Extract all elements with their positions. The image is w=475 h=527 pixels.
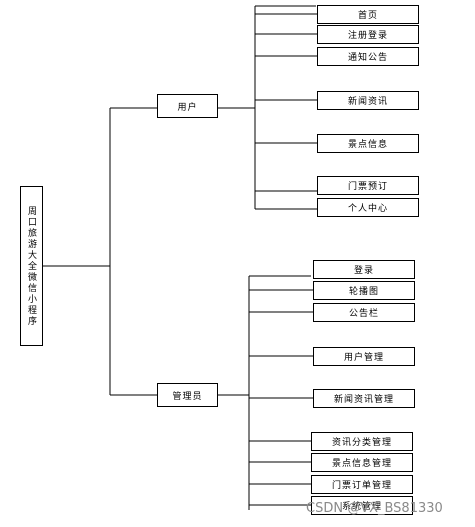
user-leaf-scenic: 景点信息 bbox=[317, 134, 419, 153]
admin-leaf-scenic-management: 景点信息管理 bbox=[311, 453, 413, 472]
watermark-text: CSDN @VX_BS81330 bbox=[306, 501, 443, 516]
admin-leaf-news-category-management: 资讯分类管理 bbox=[311, 432, 413, 451]
branch-node-user: 用户 bbox=[157, 94, 218, 118]
admin-leaf-ticket-order-management: 门票订单管理 bbox=[311, 475, 413, 494]
admin-leaf-user-management: 用户管理 bbox=[313, 347, 415, 366]
user-leaf-news: 新闻资讯 bbox=[317, 91, 419, 110]
admin-leaf-news-management: 新闻资讯管理 bbox=[313, 389, 415, 408]
admin-leaf-system-management: 系统管理 bbox=[311, 496, 413, 515]
user-leaf-notice: 通知公告 bbox=[317, 47, 419, 66]
user-leaf-ticket-booking: 门票预订 bbox=[317, 176, 419, 195]
root-node: 周口旅游大全微信小程序 bbox=[20, 186, 43, 346]
admin-leaf-carousel: 轮播图 bbox=[313, 281, 415, 300]
admin-leaf-login: 登录 bbox=[313, 260, 415, 279]
user-leaf-home: 首页 bbox=[317, 5, 419, 24]
branch-node-admin: 管理员 bbox=[157, 383, 218, 407]
user-leaf-personal-center: 个人中心 bbox=[317, 198, 419, 217]
user-leaf-register-login: 注册登录 bbox=[317, 25, 419, 44]
admin-leaf-bulletin: 公告栏 bbox=[313, 303, 415, 322]
